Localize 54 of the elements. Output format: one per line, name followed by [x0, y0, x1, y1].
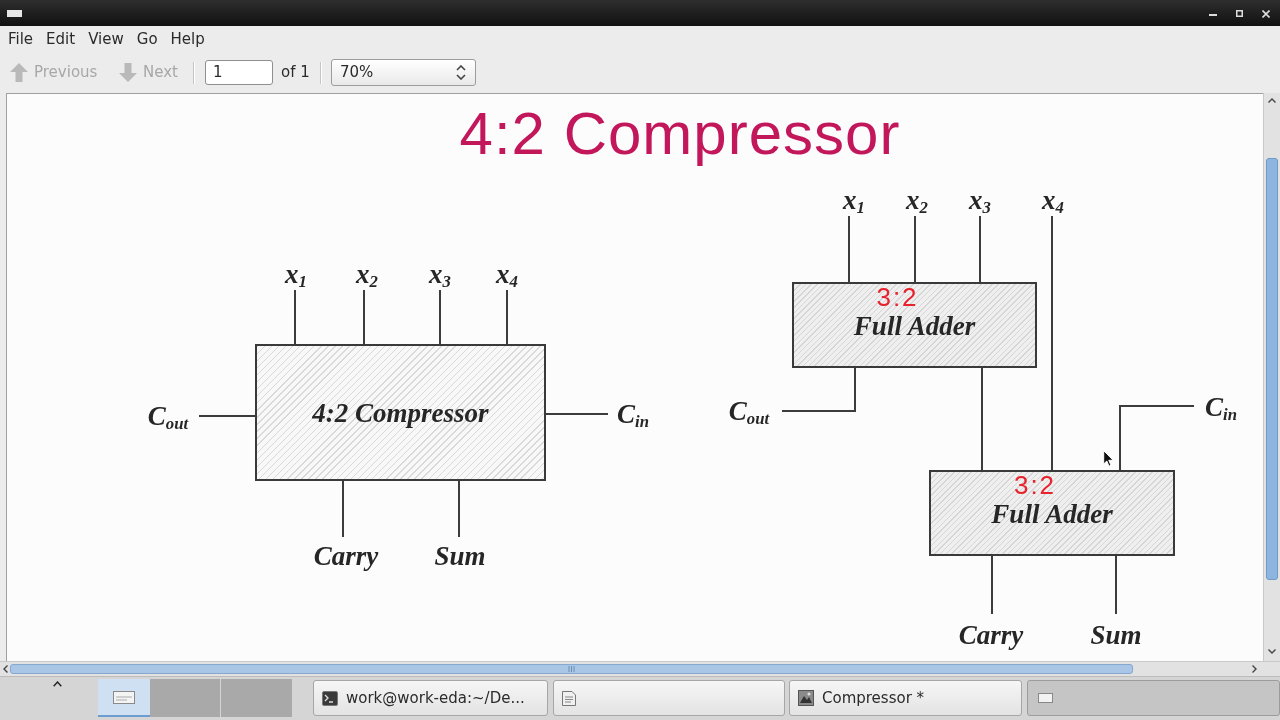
menu-item: Help [170, 29, 205, 49]
signal-label: C$_{in}$ [1194, 388, 1248, 426]
signal-label: Carry [942, 614, 1040, 656]
signal-label: x$_{3}$ [422, 258, 458, 290]
wire [981, 367, 983, 471]
page-count-text: of 1 [281, 62, 310, 82]
wire [545, 413, 609, 415]
wire [1119, 405, 1195, 471]
block-label: Full Adder [853, 310, 976, 343]
menu-item: File [8, 29, 34, 49]
wire [914, 215, 916, 283]
signal-label: x$_{1}$ [279, 258, 313, 290]
signal-label: x$_{2}$ [349, 258, 385, 290]
signal-label: Carry [301, 537, 391, 575]
menu-item: View [88, 29, 124, 49]
wire [506, 289, 508, 345]
wire [458, 480, 460, 538]
wire [979, 215, 981, 283]
next-button: Next [119, 60, 178, 85]
wire [342, 480, 344, 538]
wire [1115, 555, 1117, 615]
full-adder-block [929, 470, 1175, 556]
full-adder-block [792, 282, 1037, 368]
page-number-field: 1 [205, 60, 273, 85]
block-label: Full Adder [991, 498, 1113, 531]
menu-item: Edit [46, 29, 76, 49]
signal-label: x$_{2}$ [898, 184, 936, 216]
taskbar-button: work@work-eda:~/De... [313, 680, 548, 716]
signal-label: x$_{4}$ [489, 258, 525, 290]
wire [198, 415, 256, 417]
block-label: 4:2 Compressor [312, 396, 489, 430]
taskbar-button: Compressor * [789, 680, 1022, 716]
wire [363, 289, 365, 345]
menu-item: Go [136, 29, 158, 49]
handwritten-annotation: 3:2 [1013, 473, 1057, 497]
zoom-select: 70% [331, 59, 476, 86]
signal-label: C$_{in}$ [608, 396, 658, 432]
signal-label: x$_{3}$ [961, 184, 999, 216]
handwritten-annotation: 3:2 [876, 285, 919, 309]
handwritten-title: 4:2 Compressor [458, 99, 902, 169]
wire [1051, 215, 1053, 471]
signal-label: C$_{out}$ [716, 392, 782, 430]
wire [781, 367, 856, 412]
wire [294, 289, 296, 345]
signal-label: Sum [424, 537, 496, 575]
wire [439, 289, 441, 345]
wire [991, 555, 993, 615]
wire [848, 215, 850, 283]
signal-label: x$_{4}$ [1034, 184, 1072, 216]
compressor-block [255, 344, 546, 481]
previous-button: Previous [10, 60, 98, 85]
signal-label: C$_{out}$ [137, 398, 199, 434]
signal-label: Sum [1074, 614, 1158, 656]
signal-label: x$_{1}$ [835, 184, 873, 216]
